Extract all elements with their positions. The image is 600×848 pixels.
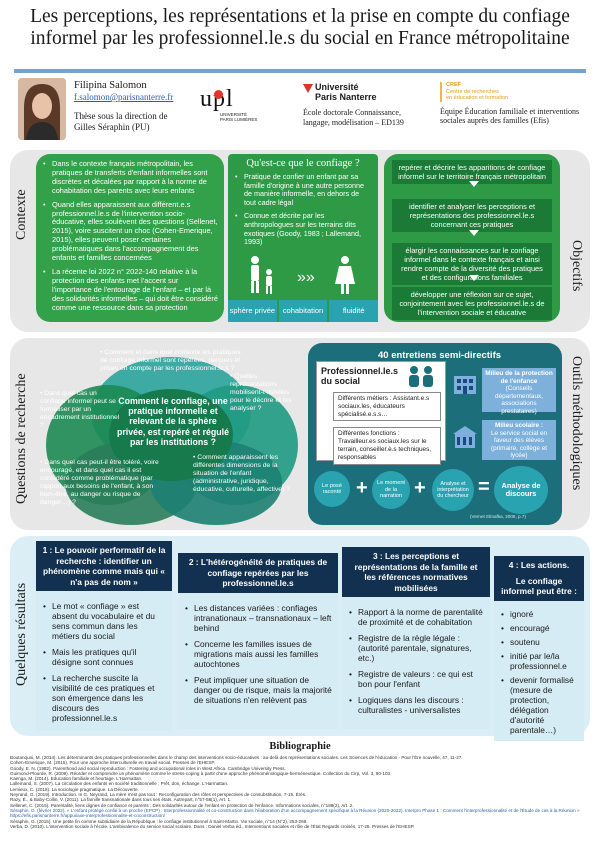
question-bottom-left: • Dans quel cas peut-il être toléré, voi…: [40, 459, 159, 506]
author-email[interactable]: f.salomon@parisnanterre.fr: [74, 92, 174, 102]
result-4-item: soutenu: [500, 637, 578, 647]
tag-fluidite: fluidité: [329, 300, 379, 322]
result-col-3: 3 : Les perceptions et représentations d…: [342, 547, 490, 729]
step-2-circle: Le moment de la narration: [372, 471, 410, 509]
section-label-outils: Outils méthodologiques: [569, 356, 584, 491]
method-credit: (Vernet Eltnafka, 2008, p.7): [470, 514, 526, 519]
building-icon-1: [452, 370, 478, 396]
result-3-item: Registre de la règle légale : (autorité …: [348, 633, 484, 663]
confiage-title: Qu'est-ce que le confiage ?: [246, 158, 360, 169]
result-2-item: Concerne les familles issues de migratio…: [184, 639, 332, 669]
contexte-bullet-3: La récente loi 2022 n° 2022-140 relative…: [42, 267, 218, 313]
confiage-box: Qu'est-ce que le confiage ? Pratique de …: [228, 154, 379, 322]
step-1-circle: Le posé raconté: [314, 471, 350, 507]
poster-title: Les perceptions, les représentations et …: [30, 6, 570, 49]
paris-nanterre-logo: Université Paris Nanterre École doctoral…: [303, 82, 423, 127]
objectif-1: repérer et décrire les apparitions de co…: [392, 160, 552, 184]
contexte-box: Dans le contexte français métropolitain,…: [36, 154, 224, 322]
author-photo: [18, 78, 66, 140]
professionnels-title: Professionnel.le.s du social: [321, 366, 399, 386]
result-2-item: Les distances variées : confiages intran…: [184, 603, 332, 633]
biblio-entry: Séraphin, G. (2015). Une petite fin comm…: [10, 818, 308, 824]
people-icon: [404, 364, 440, 388]
professionnels-box: Professionnel.le.s du social Différents …: [316, 361, 446, 465]
biblio-entry: Cohen-Emerique, M. (2015). Pour une appr…: [10, 760, 216, 766]
author-name: Filipina Salomon: [74, 80, 147, 91]
thesis-line-1: Thèse sous la direction de: [74, 111, 168, 121]
result-col-4: 4 : Les actions. Le confiage informel pe…: [494, 556, 584, 741]
result-4-head: 4 : Les actions. Le confiage informel pe…: [494, 556, 584, 601]
step-4-circle: Analyse de discours: [494, 466, 548, 514]
biblio-entry: Boutanquoi, M. (2014). Les déterminants …: [10, 755, 463, 760]
result-4-item: encouragé: [500, 623, 578, 633]
biblio-entry: Sellenet, C. (2015). Parentalité, liens …: [10, 802, 354, 808]
step-3-circle: Analyse et interprétation du chercheur: [432, 469, 474, 511]
questions-diagram: [46, 357, 298, 525]
equipe-efis: Équipe Éducation familiale et interventi…: [440, 106, 580, 126]
result-1-item: Mais les pratiques qu'il désigne sont co…: [42, 647, 166, 667]
result-3-item: Logiques dans les discours : culturalist…: [348, 695, 484, 715]
outils-title: 40 entretiens semi-directifs: [378, 350, 502, 361]
result-col-1: 1 : Le pouvoir performatif de la recherc…: [36, 541, 172, 731]
section-label-resultats: Quelques résultats: [14, 582, 29, 686]
result-3-head: 3 : Les perceptions et représentations d…: [342, 547, 490, 597]
bibliographie-list: Boutanquoi, M. (2014). Les déterminants …: [10, 755, 590, 829]
milieu-scolaire-box: Milieu scolaire : Le service social en f…: [482, 420, 556, 460]
biblio-entry: Kaenga, M. (2014). Education familiale e…: [10, 776, 143, 782]
bibliographie-title: Bibliographie: [269, 741, 331, 752]
result-1-item: La recherche suscite la visibilité de ce…: [42, 673, 166, 723]
question-bottom-right: • Comment apparaissent les différentes d…: [193, 454, 290, 493]
plus-sign-1: +: [356, 477, 368, 499]
section-label-contexte: Contexte: [14, 189, 29, 240]
contexte-bullet-2: Quand elles apparaissent aux différent.e…: [42, 200, 218, 263]
question-top: • Comment et dans quel contexte les prat…: [100, 349, 241, 372]
metiers-box: Différents métiers : Assistant.e.s socia…: [333, 392, 441, 422]
objectif-2: identifier et analyser les perceptions e…: [392, 199, 552, 232]
section-label-questions: Questions de recherche: [14, 373, 29, 504]
biblio-entry: Lallemand, S. (2007). La circulation des…: [10, 781, 229, 787]
family-pictogram-icon: »»: [251, 256, 355, 294]
building-icon-2: [452, 424, 478, 450]
biblio-entry: Guimond-Plourde, R. (2009). Réorder et c…: [10, 770, 392, 776]
biblio-entry: Lemieux, C. (2018). La sociologie pragma…: [10, 786, 139, 792]
upl-logo: upl UNIVERSITÉ PARIS LUMIÈRES: [200, 86, 258, 122]
arrows-glyph: »»: [297, 269, 315, 286]
result-2-item: Peut impliquer une situation de danger o…: [184, 675, 332, 705]
tag-sphere-privee: sphère privée: [228, 300, 277, 322]
confiage-bullet-1: Pratique de confier un enfant par sa fam…: [234, 172, 372, 207]
confiage-bullet-2: Connue et décrite par les anthropologues…: [234, 212, 372, 246]
result-3-item: Registre de valeurs : ce qui est bon pou…: [348, 669, 484, 689]
result-col-2: 2 : L'hétérogénéité de pratiques de conf…: [178, 553, 338, 729]
biblio-entry: Razy, É., & Baby-Collin, V. (2011). La f…: [10, 797, 232, 803]
ecole-doctorale: École doctorale Connaissance, langage, m…: [303, 108, 404, 127]
result-3-item: Rapport à la norme de parentalité de pro…: [348, 607, 484, 627]
result-1-head: 1 : Le pouvoir performatif de la recherc…: [36, 541, 172, 591]
biblio-entry: Goody, E. N. (1982). Parenthood and soci…: [10, 765, 286, 771]
result-4-item: devenir formalisé (mesure de protection,…: [500, 675, 578, 735]
result-4-item: initié par le/la professionnel.e: [500, 651, 578, 671]
result-4-item: ignoré: [500, 609, 578, 619]
question-right: • Quelles représentations mobilisent-t-i…: [230, 373, 292, 412]
objectif-4: développer une réflexion sur ce sujet, c…: [392, 287, 552, 320]
biblio-entry: Neyrand, G. (2019). Introduction. In G. …: [10, 792, 307, 798]
thesis-line-2: Gilles Séraphin (PU): [74, 122, 150, 132]
title-divider: [14, 69, 586, 73]
milieu-protection-box: Milieu de la protection de l'enfance (Co…: [482, 368, 556, 415]
section-label-objectifs: Objectifs: [569, 240, 584, 292]
biblio-entry: Verba, D. (2010). L'intervention sociale…: [10, 823, 415, 829]
contexte-bullet-1: Dans le contexte français métropolitain,…: [42, 159, 218, 196]
result-2-head: 2 : L'hétérogénéité de pratiques de conf…: [178, 553, 338, 593]
question-center: Comment le confiage, une pratique inform…: [117, 396, 229, 447]
plus-sign-2: +: [414, 477, 426, 499]
tag-cohabitation: cohabitation: [278, 300, 328, 322]
result-1-item: Le mot « confiage » est absent du vocabu…: [42, 601, 166, 641]
equals-sign: =: [478, 476, 490, 498]
question-left: • Dans quel cas un confiage informel peu…: [40, 390, 120, 429]
fonctions-box: Différentes fonctions : Travailleur.es s…: [333, 427, 441, 465]
biblio-entry[interactable]: Séraphin, G. (février 2022). « L'enfant …: [10, 807, 580, 819]
cref-logo: CREF Centre de recherches en éducation e…: [440, 82, 590, 126]
